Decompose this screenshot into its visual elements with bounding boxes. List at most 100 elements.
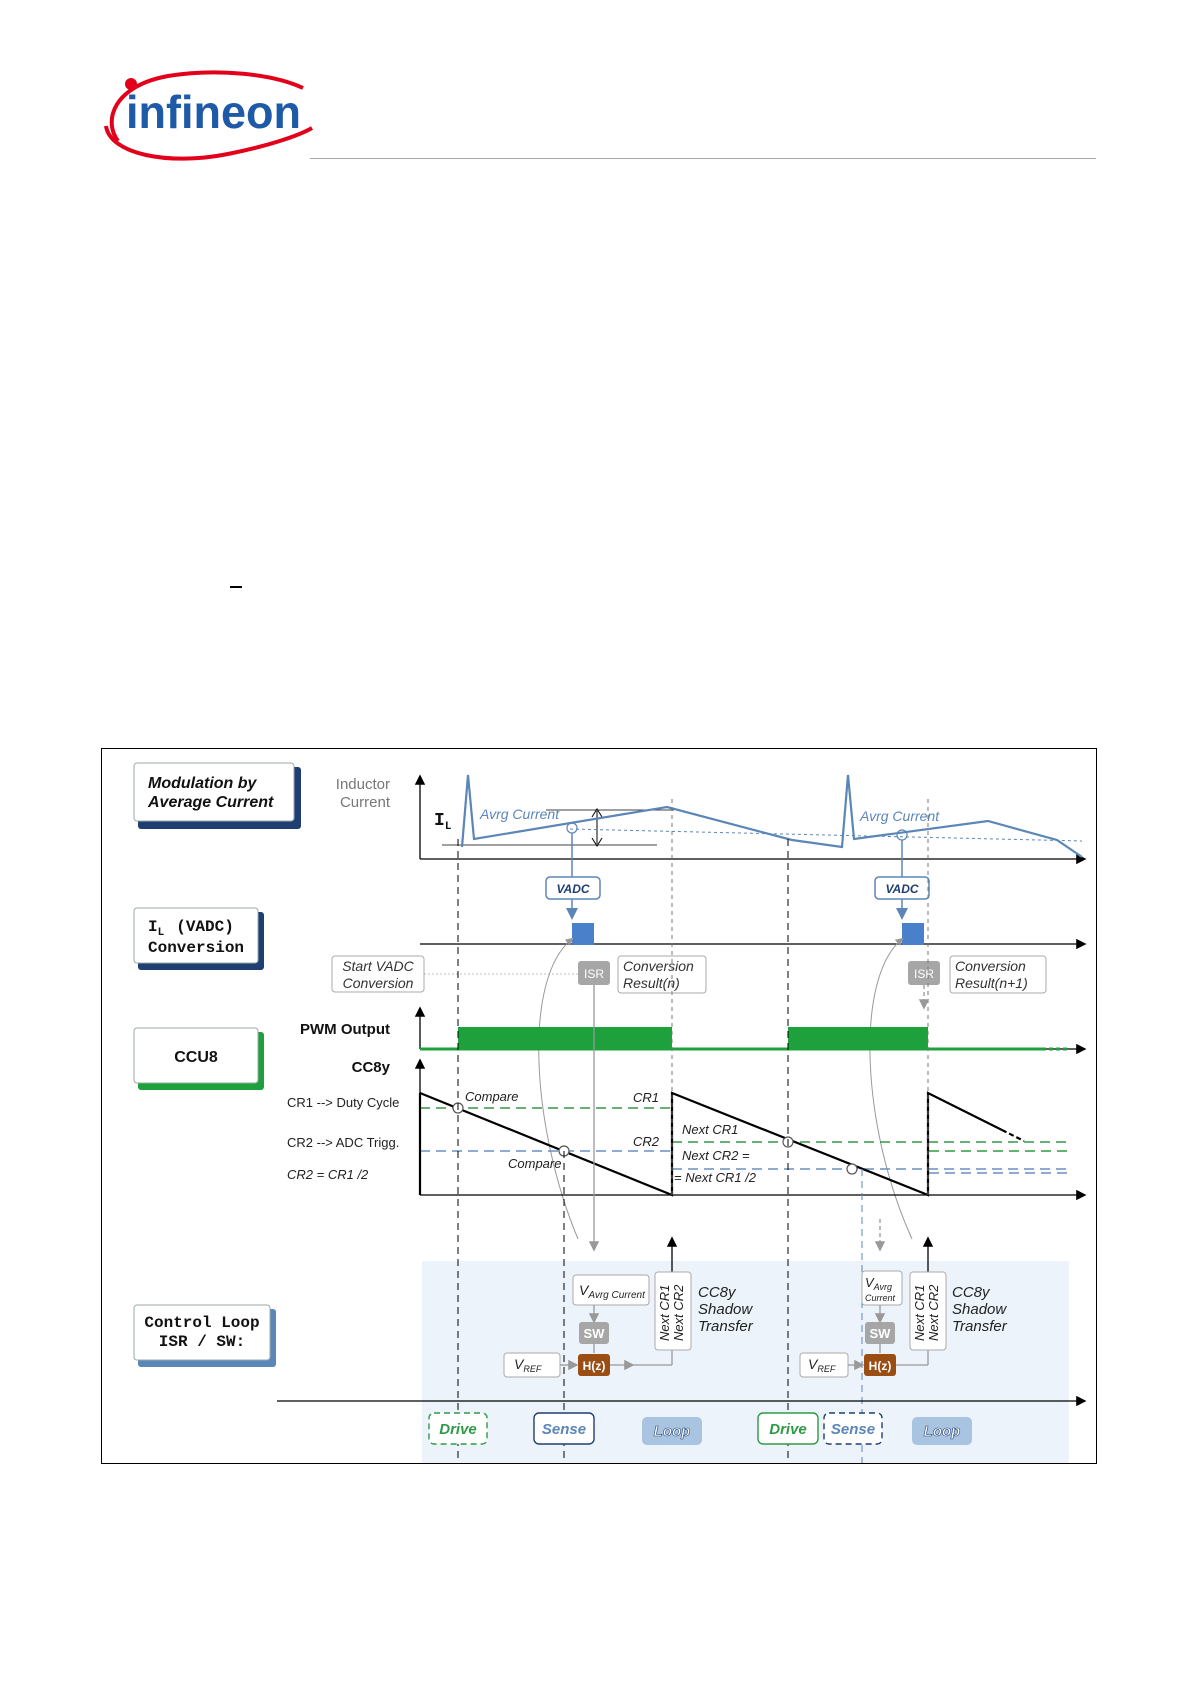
compare-point-cr2-2 [846, 1163, 858, 1175]
svg-text:SW: SW [584, 1326, 606, 1341]
avg-current-trend [569, 828, 1083, 842]
phase-drive-1 [428, 1412, 488, 1445]
vadc-box-1 [545, 876, 601, 900]
svg-text:H(z): H(z) [583, 1359, 606, 1373]
svg-text:Next CR1: Next CR1 [657, 1285, 672, 1341]
isr-box-1 [578, 961, 610, 985]
panel-ccu8: CCU8 [133, 1027, 264, 1090]
svg-text:IL(VADC): IL(VADC) [148, 918, 234, 939]
svg-text:Average Current: Average Current [147, 794, 274, 811]
svg-text:Next CR1: Next CR1 [682, 1122, 738, 1137]
svg-text:Result(n+1): Result(n+1) [955, 975, 1028, 991]
svg-text:CR1 --> Duty Cycle: CR1 --> Duty Cycle [287, 1095, 399, 1110]
vadc-conversion-block-2 [902, 923, 924, 945]
logo-text: infineon [126, 86, 301, 138]
phase-drive-2 [757, 1412, 819, 1445]
svg-text:CR2: CR2 [633, 1134, 660, 1149]
svg-text:VADC: VADC [885, 882, 918, 896]
svg-text:Next CR1: Next CR1 [912, 1285, 927, 1341]
conv-result-n1-box [949, 955, 1047, 994]
svg-text:VREF: VREF [808, 1356, 836, 1374]
svg-text:Loop: Loop [924, 1423, 961, 1440]
sw-box-1 [579, 1322, 609, 1344]
svg-text:VREF: VREF [514, 1356, 542, 1374]
svg-text:Avrg Current: Avrg Current [479, 806, 560, 822]
svg-text:Drive: Drive [769, 1421, 807, 1438]
adc-trigger-arrow-2 [869, 937, 913, 1240]
svg-text:Next CR2: Next CR2 [926, 1284, 941, 1341]
cc8y-sawtooth [419, 1091, 1003, 1197]
phase-loop-1 [642, 1417, 702, 1445]
svg-text:Result(n): Result(n) [623, 975, 680, 991]
svg-text:Shadow: Shadow [952, 1301, 1007, 1318]
svg-text:Shadow: Shadow [698, 1301, 753, 1318]
svg-text:CC8y: CC8y [952, 1284, 991, 1301]
svg-text:Sense: Sense [831, 1421, 875, 1438]
phase-sense-1 [533, 1412, 595, 1445]
header-rule [310, 158, 1096, 159]
svg-text:Inductor: Inductor [336, 776, 390, 793]
svg-text:H(z): H(z) [869, 1359, 892, 1373]
adc-trigger-arrow-1 [538, 937, 579, 1240]
text-dash-mark [230, 586, 242, 588]
svg-text:Transfer: Transfer [698, 1318, 754, 1335]
phase-loop-2 [912, 1417, 972, 1445]
pwm-pulse-2 [788, 1027, 928, 1049]
svg-text:Next CR2 =: Next CR2 = [682, 1148, 750, 1163]
sample-point-1 [566, 822, 578, 834]
svg-text:Conversion: Conversion [955, 958, 1026, 974]
isr-box-2 [908, 961, 940, 985]
svg-text:CR2 = CR1 /2: CR2 = CR1 /2 [287, 1167, 369, 1182]
svg-text:VAvrg Current: VAvrg Current [579, 1282, 646, 1301]
svg-text:ISR / SW:: ISR / SW: [159, 1333, 245, 1351]
svg-text:Avrg Current: Avrg Current [859, 808, 940, 824]
infineon-logo: infineon [104, 70, 313, 161]
conv-result-n-box [617, 955, 707, 994]
svg-text:VADC: VADC [556, 882, 589, 896]
svg-text:CCU8: CCU8 [174, 1049, 218, 1066]
next-cr-box-1 [654, 1271, 692, 1351]
svg-text:CC8y: CC8y [352, 1059, 391, 1076]
phase-sense-2 [823, 1412, 883, 1445]
inductor-current-waveform [460, 774, 1083, 858]
svg-text:Conversion: Conversion [623, 958, 694, 974]
svg-text:CR1: CR1 [633, 1090, 659, 1105]
svg-text:Next CR2: Next CR2 [671, 1284, 686, 1341]
pwm-pulse-1 [458, 1027, 672, 1049]
svg-text:ISR: ISR [584, 967, 604, 981]
svg-text:VAvrg: VAvrg [865, 1275, 892, 1292]
svg-text:Current: Current [340, 794, 391, 811]
logo-dot-icon [125, 78, 137, 90]
svg-text:Loop: Loop [654, 1423, 691, 1440]
svg-text:Drive: Drive [439, 1421, 477, 1438]
hz-box-1 [578, 1354, 610, 1376]
panel-modulation: Modulation by Average Current [133, 762, 301, 829]
v-avrg-current-box-1 [572, 1274, 650, 1306]
svg-text:Control Loop: Control Loop [144, 1314, 259, 1332]
svg-text:= Next CR1 /2: = Next CR1 /2 [674, 1170, 757, 1185]
svg-text:Conversion: Conversion [343, 975, 414, 991]
panel-il-conversion: IL(VADC) Conversion [133, 907, 264, 970]
svg-text:Sense: Sense [542, 1421, 586, 1438]
svg-text:Current: Current [865, 1293, 896, 1303]
svg-text:Modulation by: Modulation by [148, 775, 258, 792]
svg-text:CC8y: CC8y [698, 1284, 737, 1301]
timing-diagram-svg: Modulation by Average Current IL(VADC) C… [133, 762, 1087, 1463]
svg-text:Compare: Compare [465, 1089, 518, 1104]
next-cr-box-2 [909, 1271, 947, 1351]
v-avrg-current-box-2 [861, 1270, 903, 1306]
svg-text:IL: IL [434, 811, 452, 833]
vadc-conversion-block-1 [572, 923, 594, 945]
svg-text:CR2 --> ADC Trigg.: CR2 --> ADC Trigg. [287, 1135, 399, 1150]
hz-box-2 [864, 1354, 896, 1376]
svg-text:SW: SW [870, 1326, 892, 1341]
timing-diagram-figure: Modulation by Average Current IL(VADC) C… [101, 748, 1097, 1464]
svg-text:Compare: Compare [508, 1156, 561, 1171]
svg-text:Transfer: Transfer [952, 1318, 1008, 1335]
svg-text:Start VADC: Start VADC [342, 958, 414, 974]
svg-text:ISR: ISR [914, 967, 934, 981]
sw-box-2 [865, 1322, 895, 1344]
svg-text:Conversion: Conversion [148, 939, 244, 957]
svg-text:PWM Output: PWM Output [300, 1021, 390, 1038]
